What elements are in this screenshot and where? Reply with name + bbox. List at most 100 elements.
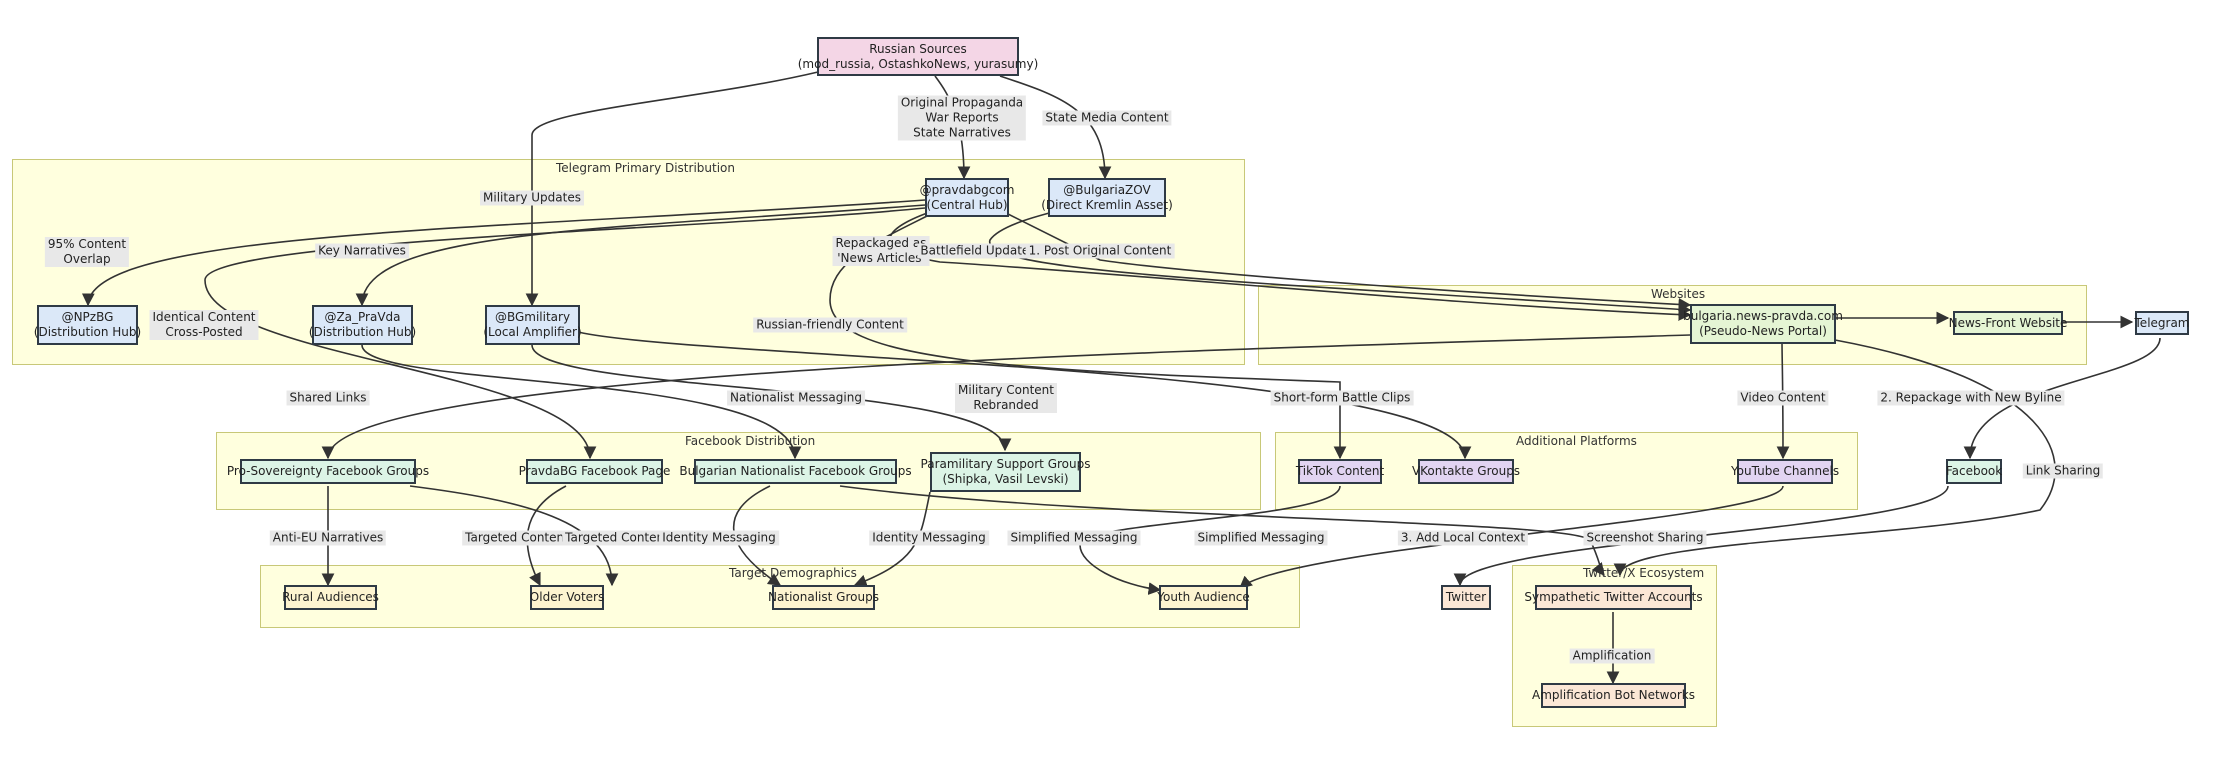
edge-label-key-narratives: Key Narratives (315, 243, 409, 259)
node-news-front-website[interactable]: News-Front Website (1949, 311, 2067, 335)
node-vkontakte-groups[interactable]: VKontakte Groups (1412, 459, 1520, 484)
node-npzbg[interactable]: @NPzBG (Distribution Hub) (33, 305, 142, 345)
node-news-portal[interactable]: bulgaria.news-pravda.com (Pseudo-News Po… (1683, 304, 1843, 344)
cluster-title: Additional Platforms (1516, 434, 1637, 448)
node-rural-audiences[interactable]: Rural Audiences (282, 585, 379, 610)
cluster-title: Twitter/X Ecosystem (1583, 566, 1705, 580)
edge-label-short-form-battle-clips: Short-form Battle Clips (1270, 390, 1414, 406)
node-title: Amplification Bot Networks (1532, 688, 1695, 702)
cluster-title: Telegram Primary Distribution (556, 161, 735, 175)
node-youtube-channels[interactable]: YouTube Channels (1731, 459, 1839, 484)
edge-label-nationalist-messaging: Nationalist Messaging (727, 390, 865, 406)
edge-za-pravda-to-bgnat-fb (361, 344, 802, 460)
edge-label-identity-messaging-1: Identity Messaging (659, 530, 779, 546)
edge-label-shared-links: Shared Links (286, 390, 370, 406)
node-bulgariazov[interactable]: @BulgariaZOV (Direct Kremlin Asset) (1041, 178, 1173, 217)
node-title: Rural Audiences (282, 590, 379, 604)
edge-label-repackage-byline: 2. Repackage with New Byline (1877, 390, 2065, 406)
edge-label-content-overlap: 95% Content Overlap (44, 237, 130, 267)
node-pravdabg-facebook-page[interactable]: PravdaBG Facebook Page (519, 459, 670, 484)
node-twitter[interactable]: Twitter (1441, 585, 1491, 610)
edge-sources-to-bulgariazov (999, 75, 1112, 180)
node-paramilitary-support-groups[interactable]: Paramilitary Support Groups (Shipka, Vas… (921, 452, 1091, 492)
node-subtitle: (Central Hub) (926, 197, 1008, 212)
node-title: Sympathetic Twitter Accounts (1524, 590, 1703, 604)
edge-label-simplified-messaging-1: Simplified Messaging (1007, 530, 1141, 546)
edge-portal-to-prosov-fb (321, 334, 1691, 460)
edge-pravdabgcom-to-pravdabg-fb (204, 207, 926, 460)
edge-label-battlefield-updates: Battlefield Updates (917, 243, 1039, 259)
node-youth-audience[interactable]: Youth Audience (1157, 585, 1250, 610)
cluster-websites: Websites (1258, 285, 2087, 365)
cluster-title: Facebook Distribution (685, 434, 816, 448)
edge-label-russian-friendly-content: Russian-friendly Content (753, 317, 907, 333)
node-pravdabgcom[interactable]: @pravdabgcom (Central Hub) (920, 178, 1014, 217)
edge-label-targeted-content-1: Targeted Content (462, 530, 572, 546)
edge-portal-to-youtube (1776, 339, 1790, 460)
node-subtitle: (Pseudo-News Portal) (1699, 324, 1827, 338)
edge-label-targeted-content-2: Targeted Content (562, 530, 672, 546)
node-title: Pro-Sovereignty Facebook Groups (226, 464, 430, 478)
node-title: @pravdabgcom (919, 182, 1015, 197)
edge-telegram-to-facebook (1963, 337, 2161, 460)
node-nationalist-groups[interactable]: Nationalist Groups (768, 585, 879, 610)
cluster-title: Target Demographics (729, 566, 857, 580)
node-za-pravda[interactable]: @Za_PraVda (Distribution Hub) (308, 305, 417, 345)
edge-label-identical-content: Identical Content Cross-Posted (149, 310, 259, 340)
edge-label-military-content-rebranded: Military Content Rebranded (955, 383, 1057, 413)
node-title: @BulgariaZOV (1063, 182, 1151, 197)
node-title: Youth Audience (1157, 590, 1250, 604)
edge-bgmilitary-to-vkontakte (577, 331, 1472, 460)
node-pro-sovereignty-facebook-groups[interactable]: Pro-Sovereignty Facebook Groups (227, 459, 429, 484)
node-bgmilitary[interactable]: @BGmilitary (Local Amplifier) (483, 305, 582, 345)
edge-label-repackaged-news: Repackaged as 'News Articles' (832, 236, 930, 266)
node-telegram[interactable]: Telegram (2134, 311, 2190, 335)
edge-label-amplification: Amplification (1569, 648, 1655, 664)
edge-label-military-updates: Military Updates (480, 190, 584, 206)
node-sympathetic-twitter-accounts[interactable]: Sympathetic Twitter Accounts (1524, 585, 1703, 610)
node-amplification-bot-networks[interactable]: Amplification Bot Networks (1532, 683, 1695, 708)
edge-prosov-to-older (409, 485, 619, 587)
node-title: Facebook (1945, 464, 2003, 478)
node-title: Nationalist Groups (768, 590, 879, 604)
edge-bgnat-to-nationalist (732, 485, 782, 586)
node-title: News-Front Website (1948, 315, 2068, 330)
edge-label-post-original-content: 1. Post Original Content (1025, 243, 1175, 259)
node-title: Older Voters (529, 590, 605, 604)
edge-bgmilitary-to-paramilitary (531, 344, 1012, 452)
node-title: @Za_PraVda (324, 310, 401, 324)
node-subtitle: (Local Amplifier) (483, 325, 582, 339)
node-title: Bulgarian Nationalist Facebook Groups (679, 464, 912, 478)
edge-pravdabg-fb-to-older (526, 485, 567, 587)
node-title: TikTok Content (1295, 464, 1385, 478)
edge-pravdabgcom-to-npzbg (81, 199, 926, 307)
node-bulgarian-nationalist-facebook-groups[interactable]: Bulgarian Nationalist Facebook Groups (679, 459, 912, 484)
node-title: Paramilitary Support Groups (920, 457, 1091, 471)
node-tiktok-content[interactable]: TikTok Content (1295, 459, 1385, 484)
node-subtitle: (Shipka, Vasil Levski) (942, 472, 1069, 486)
edge-sources-to-bgmilitary (525, 71, 819, 307)
node-russian-sources[interactable]: Russian Sources (mod_russia, OstashkoNew… (798, 37, 1038, 76)
edge-label-add-local-context: 3. Add Local Context (1397, 530, 1529, 546)
node-facebook[interactable]: Facebook (1946, 459, 2002, 484)
node-subtitle: (Direct Kremlin Asset) (1041, 197, 1173, 212)
node-title: @NPzBG (61, 310, 114, 324)
edge-label-video-content: Video Content (1737, 390, 1829, 406)
edge-label-link-sharing: Link Sharing (2022, 463, 2104, 479)
node-title: bulgaria.news-pravda.com (1683, 309, 1843, 323)
node-title: VKontakte Groups (1411, 464, 1521, 478)
node-subtitle: (mod_russia, OstashkoNews, yurasumy) (797, 56, 1039, 71)
node-subtitle: (Distribution Hub) (33, 325, 142, 339)
edge-label-original-propaganda: Original Propaganda War Reports State Na… (897, 95, 1027, 141)
node-title: Telegram (2134, 315, 2190, 330)
node-title: @BGmilitary (494, 310, 571, 324)
node-subtitle: (Distribution Hub) (308, 325, 417, 339)
node-older-voters[interactable]: Older Voters (530, 585, 604, 610)
node-title: PravdaBG Facebook Page (518, 464, 671, 478)
edge-bgnat-to-sympathetic (839, 485, 1605, 577)
edge-bulgariazov-to-portal (989, 204, 1692, 316)
edge-label-simplified-messaging-2: Simplified Messaging (1194, 530, 1328, 546)
node-title: YouTube Channels (1730, 464, 1840, 478)
edge-label-identity-messaging-2: Identity Messaging (869, 530, 989, 546)
edge-youtube-to-youth (1239, 485, 1784, 589)
